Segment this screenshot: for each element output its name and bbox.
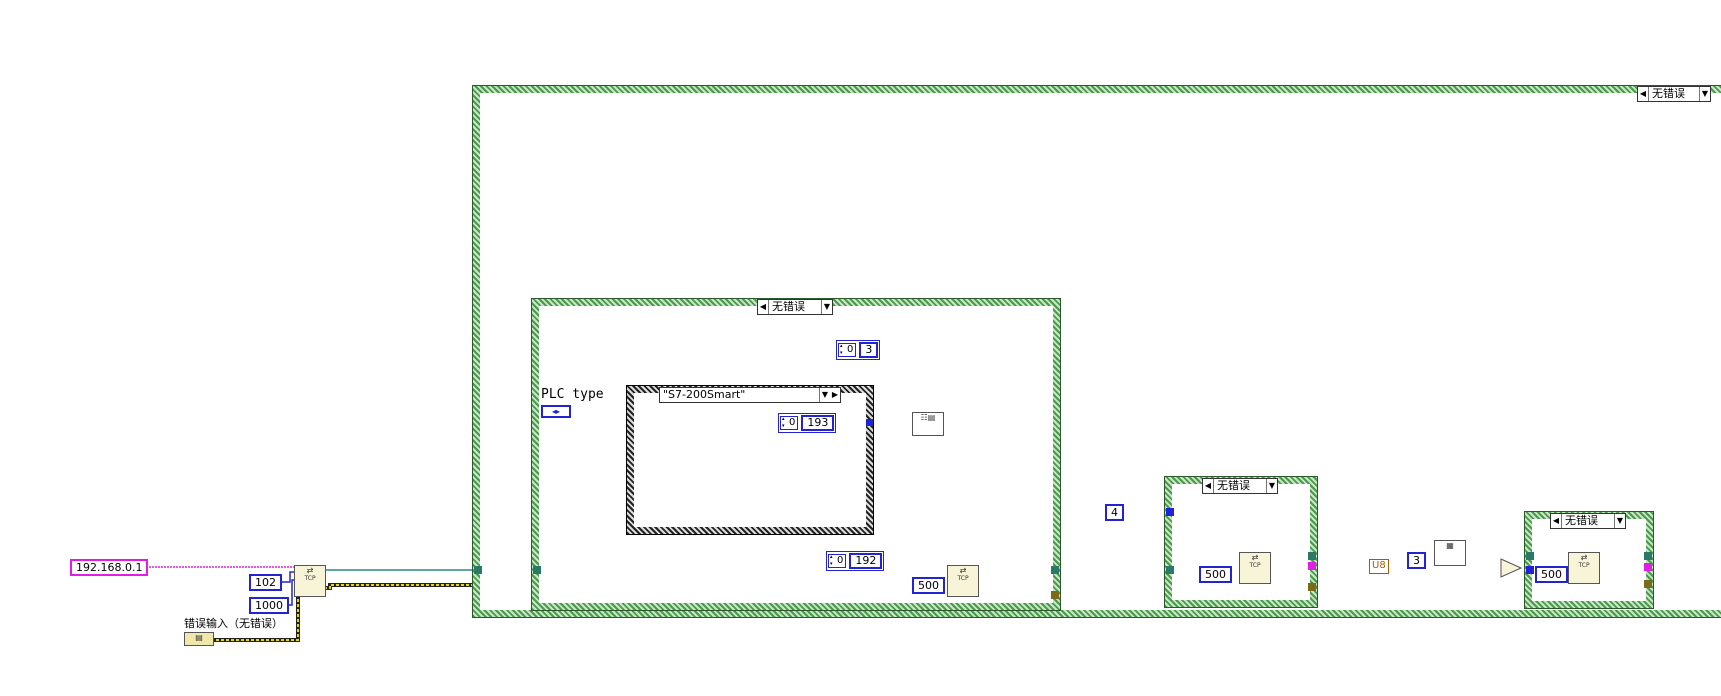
tunnel-mid-right-string (1308, 562, 1316, 570)
read-timeout-constant-b[interactable]: 500 (1199, 566, 1232, 583)
array-subset-node[interactable]: ▦ (1434, 540, 1466, 566)
selector-prev-icon[interactable]: ◀ (1552, 516, 1560, 525)
tunnel-mid-left-bytes (1166, 508, 1174, 516)
error-cluster-icon: ▤ (195, 633, 203, 642)
plc-type-case-structure[interactable] (626, 385, 874, 535)
array-constant-3[interactable]: 0 3 (836, 340, 881, 360)
tcp-function-icon: ⇄ (1580, 553, 1588, 562)
read-timeout-constant-c[interactable]: 500 (1535, 566, 1568, 583)
tunnel-right-right-string (1644, 563, 1652, 571)
error-in-control[interactable]: ▤ (184, 632, 214, 646)
chevron-down-icon[interactable]: ▼ (1268, 481, 1276, 490)
wire-port (280, 571, 295, 583)
ip-address-constant[interactable]: 192.168.0.1 (70, 559, 149, 576)
plc-type-label: PLC type (541, 387, 604, 402)
tcp-write-node[interactable]: ⇄ TCP (947, 565, 979, 597)
selector-prev-icon[interactable]: ◀ (1204, 481, 1212, 490)
tcp-open-node[interactable]: ⇄ TCP (294, 565, 326, 597)
chevron-down-icon[interactable]: ▼ (1701, 89, 1709, 98)
selector-prev-icon[interactable]: ◀ (1639, 89, 1647, 98)
tcp-function-icon: ⇄ (306, 566, 314, 575)
array-subset-icon: ▦ (1446, 541, 1454, 550)
type-cast-node[interactable]: U8 (1369, 559, 1389, 574)
tcp-read-node-2[interactable]: ⇄ TCP (1568, 552, 1600, 584)
wire-junction-193 (866, 419, 873, 426)
outer-case-selector[interactable]: ◀ 无错误 ▼ (1637, 86, 1711, 102)
tcp-function-icon: ⇄ (1251, 553, 1259, 562)
tunnel-mid-left-refnum (1166, 566, 1174, 574)
triangle-compare-icon[interactable] (1500, 558, 1522, 578)
tcp-function-icon: ⇄ (959, 566, 967, 575)
tunnel-right-right-refnum (1644, 552, 1652, 560)
inner-left-case-selector[interactable]: ◀ 无错误 ▼ (757, 299, 833, 315)
tunnel-right-left-bool (1526, 566, 1534, 574)
tunnel-inner-right-refnum (1051, 566, 1059, 574)
tunnel-outer-left-refnum (474, 566, 482, 574)
mid-case-structure[interactable] (1164, 476, 1318, 608)
array-constant-192[interactable]: 0 192 (826, 551, 885, 571)
mid-case-selector[interactable]: ◀ 无错误 ▼ (1202, 478, 1278, 494)
open-timeout-constant[interactable]: 1000 (249, 597, 289, 614)
build-array-icon: ☷▤ (920, 413, 936, 422)
selector-next-icon[interactable]: ▶ (831, 390, 839, 399)
byte-count-constant[interactable]: 3 (1407, 552, 1426, 569)
plc-type-case-selector[interactable]: "S7-200Smart" ▼ ▶ (659, 387, 841, 403)
tunnel-right-left-refnum (1526, 552, 1534, 560)
tunnel-inner-left-refnum (533, 566, 541, 574)
plc-type-control[interactable]: ◂▸ (541, 405, 571, 418)
right-case-selector[interactable]: ◀ 无错误 ▼ (1550, 513, 1626, 529)
array-constant-193[interactable]: 0 193 (778, 413, 837, 433)
tunnel-mid-right-error (1308, 583, 1316, 591)
selector-prev-icon[interactable]: ◀ (759, 302, 767, 311)
enum-icon: ◂▸ (551, 407, 561, 416)
chevron-down-icon[interactable]: ▼ (823, 302, 831, 311)
bytes-to-read-constant[interactable]: 4 (1105, 504, 1124, 521)
tunnel-mid-right-refnum (1308, 552, 1316, 560)
wire-timeout (286, 579, 295, 606)
port-constant[interactable]: 102 (249, 574, 282, 591)
tcp-read-node[interactable]: ⇄ TCP (1239, 552, 1271, 584)
error-in-label: 错误输入（无错误） (184, 617, 283, 630)
tunnel-inner-right-error (1051, 591, 1059, 599)
chevron-down-icon[interactable]: ▼ (1616, 516, 1624, 525)
write-timeout-constant-a[interactable]: 500 (912, 577, 945, 594)
build-array-node[interactable]: ☷▤ (912, 412, 944, 436)
chevron-down-icon[interactable]: ▼ (821, 390, 829, 399)
tunnel-right-right-error (1644, 580, 1652, 588)
